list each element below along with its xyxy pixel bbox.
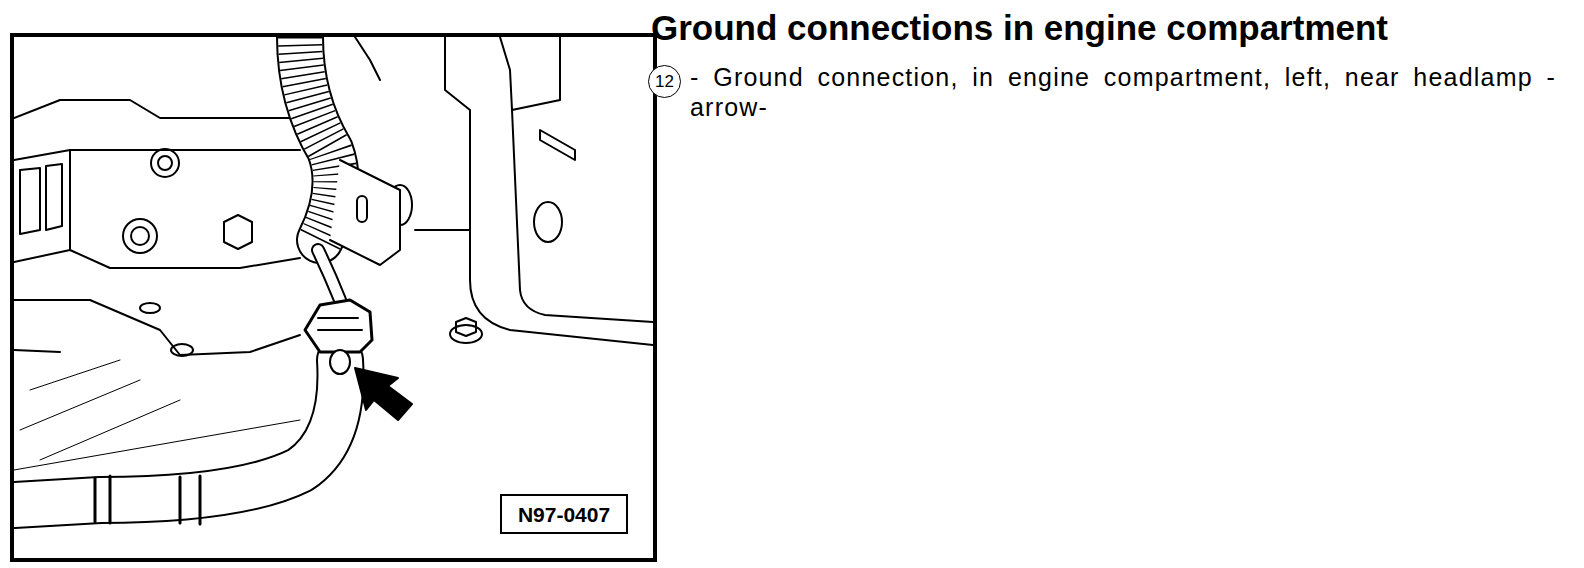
- panel-edge: [415, 229, 470, 231]
- page-title: Ground connections in engine compartment: [651, 8, 1388, 48]
- callout-number: 12: [655, 73, 674, 90]
- pointer-arrow: [355, 368, 412, 420]
- figure-code-box: N97-0407: [500, 494, 628, 534]
- hole: [534, 202, 562, 242]
- body-panel-line: [14, 350, 60, 352]
- beam-edge: [70, 250, 300, 268]
- hose: [14, 360, 341, 505]
- slot: [540, 130, 575, 160]
- nut: [131, 227, 149, 245]
- connector-detail: [318, 318, 362, 330]
- flange-bolt: [450, 325, 482, 343]
- side-panel: [500, 37, 560, 110]
- ground-stud: [330, 350, 350, 374]
- body-panel-line: [14, 100, 300, 118]
- ground-wire: [318, 250, 340, 300]
- hose: [14, 360, 341, 505]
- callout-description: - Ground connection, in engine compartme…: [690, 62, 1556, 122]
- slot-outline: [20, 164, 62, 234]
- hole: [171, 344, 193, 356]
- corrugated-tube: [300, 37, 336, 240]
- side-panel: [445, 37, 653, 345]
- ground-wire: [318, 250, 340, 300]
- torx-bolt: [151, 149, 179, 177]
- bracket-slot: [357, 196, 367, 222]
- torx-bolt: [158, 156, 172, 170]
- corrugated-tube: [300, 37, 336, 240]
- side-panel: [512, 110, 653, 322]
- hex-bolt: [224, 215, 252, 249]
- callout-circle: 12: [648, 65, 681, 98]
- bracket-edge: [14, 300, 300, 355]
- figure-frame: [12, 35, 655, 560]
- illustration-lines: [14, 37, 653, 524]
- nut: [123, 219, 157, 253]
- flange-bolt: [456, 318, 476, 336]
- figure-code: N97-0407: [518, 504, 610, 525]
- harness-edge: [355, 37, 380, 80]
- harness-bracket: [330, 160, 400, 265]
- beam-edge: [70, 149, 300, 151]
- body-panel-line: [14, 150, 70, 262]
- ground-connector: [305, 300, 372, 352]
- hose-ring: [95, 476, 200, 524]
- spacer: [648, 65, 680, 97]
- hole: [140, 303, 160, 313]
- shade-line: [14, 420, 300, 470]
- corrugation-rings: [300, 37, 336, 240]
